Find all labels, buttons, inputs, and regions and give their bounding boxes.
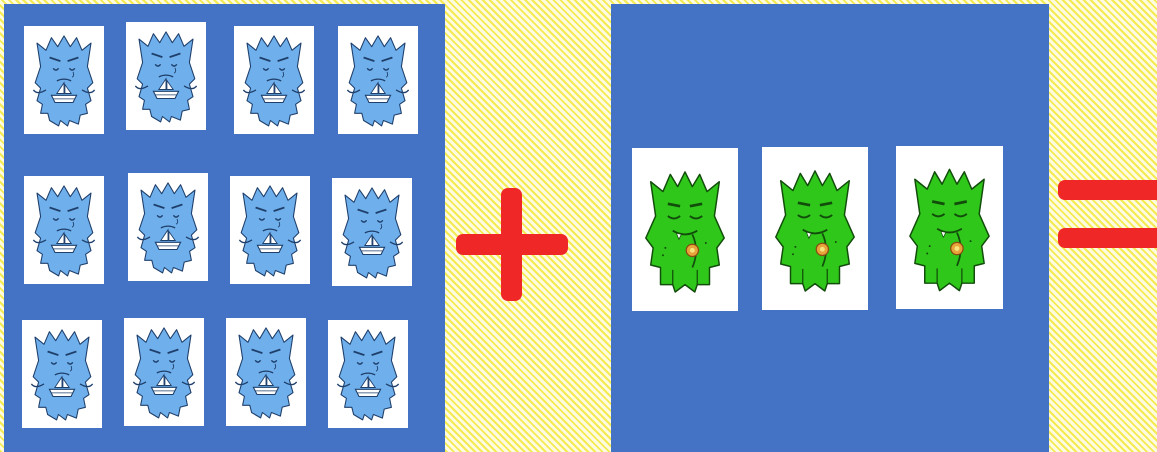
blue-monster-card <box>128 173 208 281</box>
green-monster-icon <box>900 150 999 305</box>
green-monster-icon <box>636 152 734 307</box>
blue-monster-card <box>24 26 104 134</box>
blue-monster-icon <box>342 30 414 130</box>
equals-top-bar <box>1058 180 1157 200</box>
blue-monster-icon <box>26 324 98 424</box>
blue-monster-card <box>126 22 206 130</box>
green-monster-card <box>762 147 868 310</box>
blue-monster-card <box>332 178 412 286</box>
blue-monster-icon <box>332 324 404 424</box>
blue-monster-icon <box>238 30 310 130</box>
green-monster-card <box>632 148 738 311</box>
blue-monster-icon <box>28 180 100 280</box>
plus-horizontal-bar <box>456 234 568 255</box>
blue-monster-icon <box>336 182 408 282</box>
green-monster-icon <box>766 151 864 306</box>
blue-monster-icon <box>128 322 200 422</box>
equals-bottom-bar <box>1058 228 1157 248</box>
blue-monster-icon <box>28 30 100 130</box>
blue-monster-card <box>24 176 104 284</box>
blue-monster-card <box>234 26 314 134</box>
blue-monster-card <box>226 318 306 426</box>
green-monster-card <box>896 146 1003 309</box>
blue-monster-card <box>230 176 310 284</box>
blue-monster-icon <box>132 177 204 277</box>
blue-monster-icon <box>230 322 302 422</box>
blue-monster-card <box>22 320 102 428</box>
blue-monster-card <box>328 320 408 428</box>
blue-monster-card <box>124 318 204 426</box>
blue-monster-icon <box>130 26 202 126</box>
blue-monster-icon <box>234 180 306 280</box>
blue-monster-card <box>338 26 418 134</box>
